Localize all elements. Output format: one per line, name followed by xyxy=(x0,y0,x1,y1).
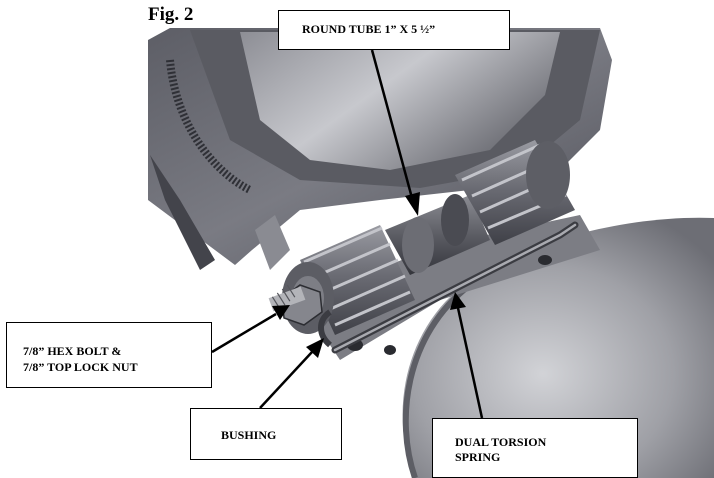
callout-hex-bolt-line2: 7/8” TOP LOCK NUT xyxy=(23,360,138,374)
upper-housing xyxy=(148,28,612,270)
tube-leader-line xyxy=(370,49,414,199)
callout-bushing: BUSHING xyxy=(190,408,342,460)
callout-torsion-line2: SPRING xyxy=(455,450,501,464)
round-tube xyxy=(385,194,490,275)
right-spring-coil xyxy=(455,140,575,245)
spring-leader-line xyxy=(456,307,484,419)
bolt-arrowhead xyxy=(272,305,290,320)
callout-torsion-line1: DUAL TORSION xyxy=(455,435,547,449)
leader-lines xyxy=(211,49,484,419)
callout-hex-bolt-line1: 7/8” HEX BOLT & xyxy=(23,344,122,358)
torsion-spring-arm xyxy=(318,221,579,354)
callout-round-tube: ROUND TUBE 1” X 5 ½” xyxy=(278,10,510,50)
callout-hex-bolt: 7/8” HEX BOLT & 7/8” TOP LOCK NUT xyxy=(6,322,212,388)
tube-arrowhead xyxy=(405,192,420,216)
callout-bushing-text: BUSHING xyxy=(221,428,277,442)
hex-bolt xyxy=(268,284,323,326)
bolt-leader-line xyxy=(211,312,277,354)
callout-round-tube-text: ROUND TUBE 1” X 5 ½” xyxy=(302,22,436,36)
callout-dual-torsion-spring: DUAL TORSION SPRING xyxy=(432,418,638,478)
bushing-leader-line xyxy=(259,351,313,409)
figure-title: Fig. 2 xyxy=(148,4,194,25)
bushing-arrowhead xyxy=(306,338,324,358)
spring-arrowhead xyxy=(450,292,466,310)
